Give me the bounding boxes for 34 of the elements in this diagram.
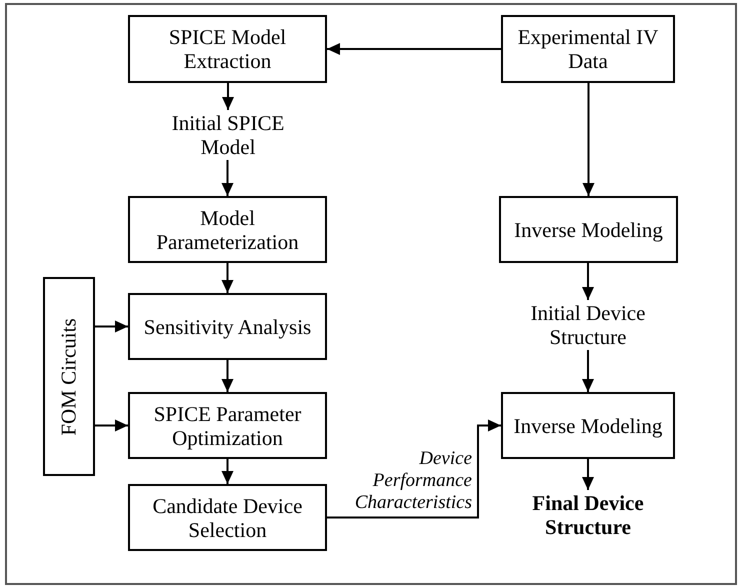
- arrow: [327, 420, 501, 518]
- process-box: [501, 15, 675, 83]
- flow-label: Final Device Structure: [531, 491, 645, 539]
- arrow: [327, 43, 501, 55]
- arrow: [222, 459, 234, 484]
- process-box: [43, 277, 95, 476]
- process-box: [128, 484, 327, 551]
- arrow: [222, 360, 234, 392]
- arrow: [222, 83, 234, 110]
- box-label: SPICE Parameter Optimization: [152, 402, 302, 450]
- box-label: Model Parameterization: [155, 206, 300, 254]
- process-box: [128, 196, 327, 263]
- process-box: [128, 15, 327, 83]
- box-label: Inverse Modeling: [514, 218, 663, 242]
- arrow: [222, 263, 234, 293]
- box-label: FOM Circuits: [57, 318, 81, 436]
- arrow: [95, 420, 128, 432]
- arrow: [95, 320, 128, 332]
- flow-label: Initial Device Structure: [530, 301, 646, 349]
- arrow: [582, 350, 594, 392]
- box-label: Sensitivity Analysis: [144, 314, 312, 338]
- arrow: [582, 263, 594, 300]
- flow-label: Initial SPICE Model: [170, 111, 286, 159]
- box-label: Experimental IV Data: [516, 25, 660, 73]
- box-label: Candidate Device Selection: [152, 494, 304, 542]
- process-box: [499, 196, 678, 263]
- arrow: [222, 160, 234, 196]
- arrow: [582, 83, 594, 196]
- process-box: [128, 293, 327, 360]
- process-box: [501, 392, 675, 459]
- arrow: [582, 459, 594, 490]
- box-label: SPICE Model Extraction: [168, 25, 288, 73]
- process-box: [128, 392, 327, 459]
- box-label: Inverse Modeling: [514, 414, 662, 438]
